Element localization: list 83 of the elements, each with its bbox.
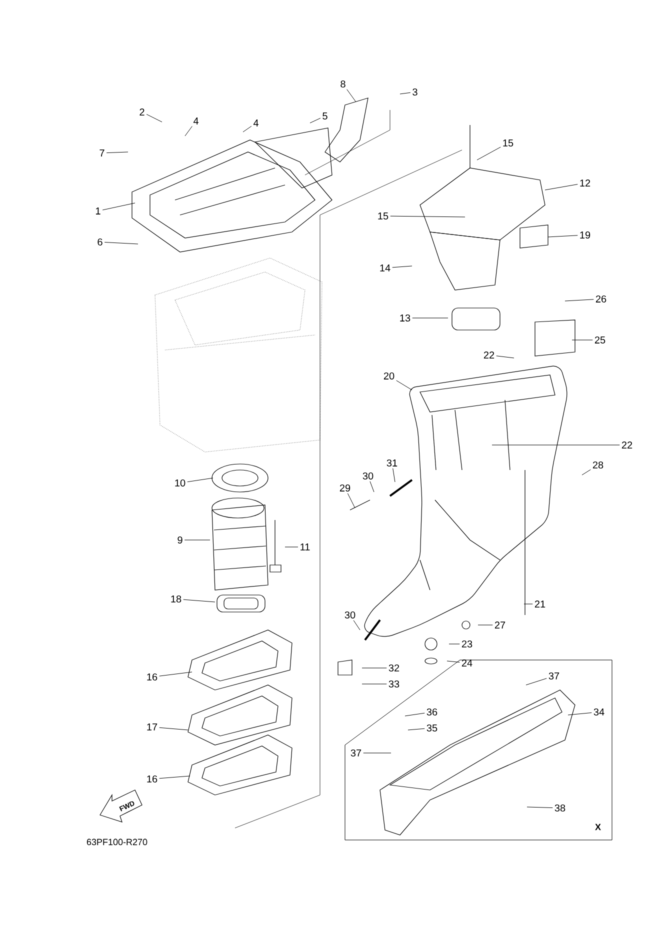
leader-line [400, 92, 411, 94]
leader-line [353, 620, 360, 630]
leader-line [159, 672, 192, 676]
leader-line [492, 444, 620, 446]
callout-number: 19 [580, 231, 590, 239]
callout-number: 15 [503, 140, 514, 146]
leader-line [187, 478, 214, 482]
callout-number: 29 [340, 484, 350, 492]
leader-line [446, 660, 460, 662]
callout-number: 17 [147, 724, 158, 730]
callout-number: 9 [178, 536, 182, 544]
callout-number: 38 [554, 804, 566, 812]
leader-line [310, 118, 321, 124]
callout-number: 27 [494, 622, 506, 628]
callout-number: 33 [388, 680, 400, 688]
callout-number: 36 [426, 708, 438, 716]
leader-line [478, 624, 493, 626]
callout-number: 23 [462, 640, 472, 648]
callout-number: 37 [548, 672, 560, 680]
callout-number: 16 [147, 673, 158, 681]
leader-line [159, 727, 188, 730]
leader-line [396, 380, 412, 390]
callout-number: 26 [596, 295, 606, 303]
leader-line [284, 546, 298, 548]
callout-number: 22 [622, 442, 632, 448]
leader-line [582, 469, 591, 476]
callout-number: 16 [147, 775, 158, 783]
leader-line [159, 776, 190, 779]
callout-number: 12 [580, 180, 590, 186]
leader-line [392, 266, 412, 268]
callout-number: 10 [175, 479, 186, 487]
leader-line [347, 493, 356, 508]
leader-line [184, 126, 192, 136]
callout-number: 6 [98, 238, 102, 246]
callout-number: 32 [388, 664, 400, 672]
callout-number: 18 [171, 595, 182, 603]
callout-number: 31 [386, 459, 398, 467]
callout-number: 35 [426, 724, 438, 732]
leader-line [183, 599, 216, 602]
leader-line [363, 752, 392, 754]
leader-line [106, 152, 128, 154]
callout-number: 34 [594, 708, 604, 716]
leader-line [526, 678, 547, 686]
callout-number: 30 [362, 472, 374, 480]
leader-line [564, 299, 594, 302]
callout-number: 1 [96, 208, 100, 214]
callout-number: 4 [253, 120, 258, 126]
callout-number: 37 [350, 749, 362, 757]
leader-line [548, 235, 578, 238]
callout-number: 28 [592, 461, 604, 469]
leader-line [496, 356, 514, 358]
callout-number: 3 [412, 88, 418, 96]
callout-number: 22 [484, 352, 494, 358]
callout-number: 11 [300, 544, 310, 550]
leader-line [370, 481, 374, 492]
view-label: X [595, 824, 601, 830]
leader-line [390, 216, 466, 218]
callout-number: 13 [400, 314, 410, 322]
leader-line [408, 728, 425, 730]
callout-number: 15 [378, 212, 388, 220]
callout-number: 24 [462, 660, 472, 666]
callout-number: 21 [534, 600, 546, 608]
leader-line [568, 712, 592, 716]
callout-number: 14 [380, 264, 390, 272]
leader-line [102, 202, 136, 210]
callout-number: 7 [100, 150, 104, 156]
callout-number: 5 [322, 112, 328, 120]
leader-line [476, 146, 501, 160]
callout-number: 4 [193, 118, 198, 124]
leader-line [526, 806, 553, 808]
leader-line [242, 126, 252, 132]
leader-line [104, 242, 138, 244]
callout-number: 30 [344, 611, 356, 619]
callout-number: 20 [384, 372, 394, 380]
drawing-number: 63PF100-R270 [86, 838, 148, 846]
leader-line [404, 712, 425, 716]
callout-number: 2 [140, 108, 144, 116]
leader-line [346, 89, 356, 102]
callout-number: 8 [340, 80, 346, 88]
leader-line [392, 468, 396, 482]
callout-number: 25 [594, 336, 606, 344]
leader-line [146, 114, 162, 122]
leader-line [544, 184, 578, 190]
